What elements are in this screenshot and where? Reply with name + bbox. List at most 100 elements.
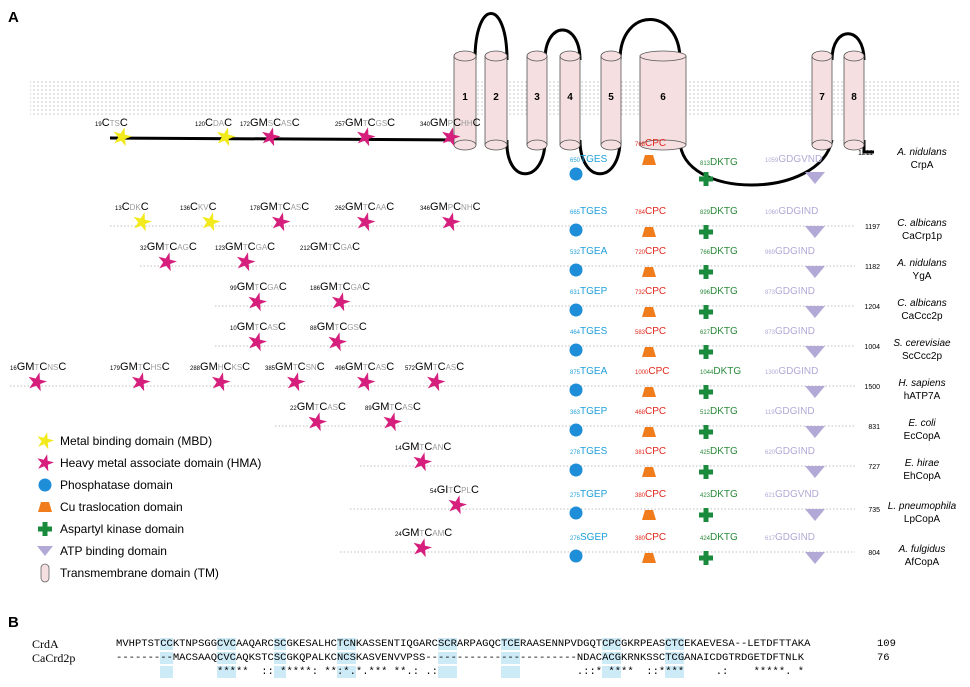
svg-text:99GMTCGAC: 99GMTCGAC [230, 281, 287, 293]
phosphatase-motif-label: 363TGEP [570, 406, 608, 417]
tm-helix-label: 5 [608, 92, 614, 103]
hma-star-icon [248, 332, 267, 352]
sequence-text: MVHPTSTCCKTNPSGGCVCAAQARCSCGKESALHCTCNKA… [116, 638, 811, 650]
aspartyl-kinase-cross-icon [699, 385, 713, 399]
legend-hma-icon [37, 454, 54, 472]
hma-star-icon [332, 292, 351, 312]
motif-label: 136CKVC [180, 201, 217, 213]
atp-binding-triangle-icon [805, 426, 825, 438]
atp-binding-motif-label: 620GDGIND [765, 446, 815, 457]
motif-label: 179GMTCHSC [110, 361, 170, 373]
phosphatase-circle-icon [569, 223, 583, 237]
motif-label: 120CDAC [195, 117, 232, 129]
motif-label: 172GMSCASC [240, 117, 300, 129]
protein-name: EhCopA [903, 471, 941, 482]
hma-star-icon [357, 372, 376, 392]
phosphatase-motif-label: 650TGES [570, 154, 608, 165]
svg-text:19CTSC: 19CTSC [95, 117, 128, 129]
motif-label: 385GMTCSNC [265, 361, 325, 373]
legend-aspartyl-icon [38, 522, 52, 536]
protein-length: 1197 [865, 224, 880, 231]
hma-star-icon [237, 252, 256, 272]
phosphatase-circle-icon [569, 343, 583, 357]
aspartyl-kinase-cross-icon [699, 508, 713, 522]
legend-label: Heavy metal associate domain (HMA) [60, 456, 261, 470]
tm-helix-label: 2 [493, 92, 499, 103]
aspartyl-kinase-cross-icon [699, 172, 713, 186]
cu-translocation-motif-label: 732CPC [635, 286, 666, 297]
atp-binding-triangle-icon [805, 466, 825, 478]
motif-label: 212GMTCGAC [300, 241, 360, 253]
phosphatase-circle-icon [569, 506, 583, 520]
svg-text:212GMTCGAC: 212GMTCGAC [300, 241, 360, 253]
legend-label: Transmembrane domain (TM) [60, 566, 219, 580]
protein-name: hATP7A [904, 391, 941, 402]
tm-helix-2: 2 [484, 50, 508, 151]
aspartyl-kinase-motif-label: 423DKTG [700, 489, 738, 500]
motif-label: 572GMTCASC [405, 361, 464, 373]
mbd-star-icon [133, 212, 152, 232]
atp-binding-triangle-icon [805, 552, 825, 564]
aspartyl-kinase-motif-label: 766DKTG [700, 246, 738, 257]
hma-star-icon [308, 412, 327, 432]
motif-label: 19CTSC [95, 117, 128, 129]
cu-translocation-trapezoid-icon [642, 347, 656, 357]
protein-length: 1500 [864, 384, 880, 391]
aspartyl-kinase-motif-label: 425DKTG [700, 446, 738, 457]
cu-translocation-trapezoid-icon [642, 553, 656, 563]
cu-translocation-motif-label: 784CPC [635, 206, 666, 217]
motif-label: 123GMTCGAC [215, 241, 275, 253]
aspartyl-kinase-motif-label: 627DKTG [700, 326, 738, 337]
species-label: E. coli [908, 418, 936, 429]
motif-label: 257GMTCGSC [335, 117, 395, 129]
phosphatase-circle-icon [569, 383, 583, 397]
motif-label: 178GMTCASC [250, 201, 309, 213]
cu-translocation-motif-label: 380CPC [635, 489, 666, 500]
svg-text:257GMTCGSC: 257GMTCGSC [335, 117, 395, 129]
svg-text:385GMTCSNC: 385GMTCSNC [265, 361, 325, 373]
sequence-length: 109 [877, 638, 896, 650]
svg-text:172GMSCASC: 172GMSCASC [240, 117, 300, 129]
phosphatase-motif-label: 875TGEA [570, 366, 608, 377]
protein-name: LpCopA [904, 514, 940, 525]
svg-text:13CDKC: 13CDKC [115, 201, 149, 213]
cu-translocation-trapezoid-icon [642, 155, 656, 165]
mbd-star-icon [113, 127, 132, 147]
motif-label: 22GMTCASC [290, 401, 346, 413]
atp-binding-triangle-icon [805, 386, 825, 398]
protein-name: EcCopA [904, 431, 941, 442]
aspartyl-kinase-motif-label: 424DKTG [700, 532, 738, 543]
legend-atp-icon [37, 546, 53, 556]
svg-text:16GMTCNSC: 16GMTCNSC [10, 361, 66, 373]
motif-label: 14GMTCANC [395, 441, 451, 453]
hma-star-icon [448, 495, 467, 515]
atp-binding-motif-label: 873GDGIND [765, 286, 815, 297]
sequence-text: ***** :: *****: **:*.*.*** **.: .: .::* … [116, 665, 804, 679]
species-label: A. nidulans [896, 147, 946, 158]
svg-text:186GMTCGAC: 186GMTCGAC [310, 281, 370, 293]
hma-star-icon [132, 372, 151, 392]
svg-text:288GMHCKSC: 288GMHCKSC [190, 361, 250, 373]
tm-helix-label: 7 [819, 92, 825, 103]
motif-label: 88GMTCGSC [310, 321, 367, 333]
panel-label-a: A [8, 9, 19, 26]
mbd-star-icon [202, 212, 221, 232]
aspartyl-kinase-cross-icon [699, 551, 713, 565]
cu-translocation-motif-label: 1000CPC [635, 366, 669, 377]
tm-helix-label: 1 [462, 92, 468, 103]
motif-label: 346GMPCNHC [420, 201, 481, 213]
hma-star-icon [357, 127, 376, 147]
aspartyl-kinase-motif-label: 512DKTG [700, 406, 738, 417]
phosphatase-circle-icon [569, 263, 583, 277]
atp-binding-triangle-icon [805, 346, 825, 358]
protein-name: CrpA [911, 160, 934, 171]
hma-star-icon [248, 292, 267, 312]
legend-label: Phosphatase domain [60, 478, 173, 492]
